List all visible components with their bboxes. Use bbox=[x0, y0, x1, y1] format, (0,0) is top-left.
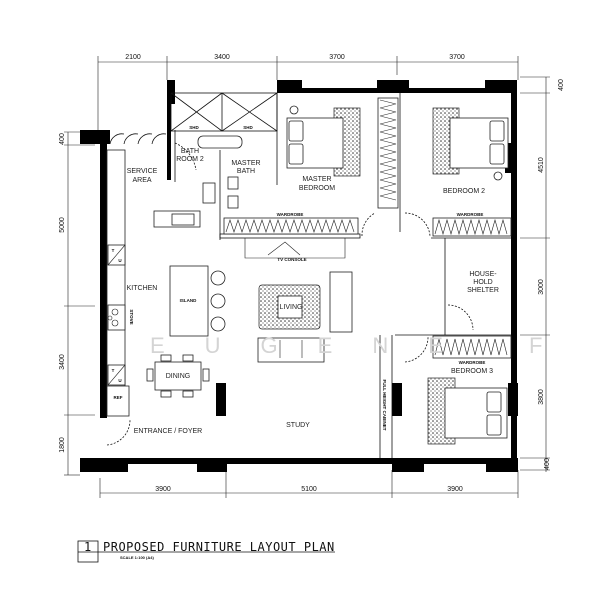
label-wardrobe-bed3: WARDROBE bbox=[459, 360, 486, 365]
stove-icon bbox=[107, 304, 126, 331]
kitchen-island bbox=[169, 265, 209, 337]
label-fridge: REF bbox=[114, 395, 123, 400]
label-study: STUDY bbox=[286, 422, 310, 429]
dim-bottom-1: 3900 bbox=[155, 486, 171, 493]
label-bedroom-3: BEDROOM 3 bbox=[451, 368, 493, 375]
walls bbox=[80, 80, 518, 472]
label-master-bath: MASTER bbox=[231, 160, 260, 167]
label-entrance: ENTRANCE / FOYER bbox=[134, 428, 202, 435]
plan-number: 1 bbox=[84, 540, 92, 554]
label-wardrobe-master: WARDROBE bbox=[277, 212, 304, 217]
label-wardrobe-bed2: WARDROBE bbox=[457, 212, 484, 217]
label-washer2-u: U bbox=[118, 378, 121, 383]
label-cabinet: FULL HEIGHT CABINET bbox=[382, 380, 387, 431]
label-household-3: SHELTER bbox=[467, 287, 499, 294]
dim-top-2: 3400 bbox=[214, 54, 230, 61]
title-block: 1 PROPOSED FURNITURE LAYOUT PLAN SCALE 1… bbox=[77, 540, 335, 563]
sofa bbox=[257, 337, 325, 363]
dim-right-2: 4510 bbox=[538, 157, 545, 173]
dim-left-2: 5000 bbox=[59, 217, 66, 233]
label-tv-console: TV CONSOLE bbox=[277, 257, 306, 262]
label-shower-1: SHD bbox=[189, 125, 199, 130]
fixture-labels: SHD SHD WARDROBE WARDROBE WARDROBE TV CO… bbox=[112, 125, 486, 431]
plan-scale: SCALE 1:100 (A4) bbox=[120, 555, 154, 560]
dimension-lines: 2100 3400 3700 3700 3900 5100 3900 400 5… bbox=[59, 54, 565, 498]
dim-right-5: 400 bbox=[544, 458, 551, 470]
dim-top-3: 3700 bbox=[329, 54, 345, 61]
label-service-area: SERVICE bbox=[127, 168, 158, 175]
dim-left-1: 400 bbox=[59, 133, 66, 145]
label-master-bath-2: BATH bbox=[237, 168, 255, 175]
label-bath-room-2: BATH bbox=[181, 148, 199, 155]
dim-right-1: 400 bbox=[558, 79, 565, 91]
label-household-2: HOLD bbox=[473, 279, 492, 286]
label-master-bedroom: MASTER bbox=[302, 176, 331, 183]
dim-top-4: 3700 bbox=[449, 54, 465, 61]
watermark: EUGENE F bbox=[150, 333, 582, 358]
fridge-icon bbox=[106, 385, 130, 417]
dim-right-4: 3800 bbox=[538, 389, 545, 405]
dim-left-4: 1800 bbox=[59, 437, 66, 453]
dim-left-3: 3400 bbox=[59, 354, 66, 370]
dim-right-3: 3000 bbox=[538, 279, 545, 295]
furniture bbox=[106, 97, 512, 445]
label-kitchen: KITCHEN bbox=[127, 285, 158, 292]
label-dining: DINING bbox=[166, 373, 191, 380]
label-washer2-t: T bbox=[112, 368, 115, 373]
plan-title: PROPOSED FURNITURE LAYOUT PLAN bbox=[103, 540, 335, 554]
room-labels: SERVICE AREA BATH ROOM 2 MASTER BATH MAS… bbox=[127, 148, 499, 435]
dim-bottom-3: 3900 bbox=[447, 486, 463, 493]
label-washer-t: T bbox=[112, 248, 115, 253]
label-service-area-2: AREA bbox=[132, 177, 151, 184]
label-household-1: HOUSE- bbox=[469, 271, 497, 278]
label-living: LIVING bbox=[280, 304, 303, 311]
label-shower-2: SHD bbox=[243, 125, 253, 130]
dining-table bbox=[154, 361, 202, 391]
label-stove: STOVE bbox=[129, 309, 134, 324]
label-master-bedroom-2: BEDROOM bbox=[299, 185, 335, 192]
dim-top-1: 2100 bbox=[125, 54, 141, 61]
label-island: ISLAND bbox=[180, 298, 198, 303]
dim-bottom-2: 5100 bbox=[301, 486, 317, 493]
label-bedroom-2: BEDROOM 2 bbox=[443, 188, 485, 195]
label-bath-room-2b: ROOM 2 bbox=[176, 156, 204, 163]
label-washer-u: U bbox=[118, 258, 121, 263]
sofa-side bbox=[329, 271, 353, 333]
